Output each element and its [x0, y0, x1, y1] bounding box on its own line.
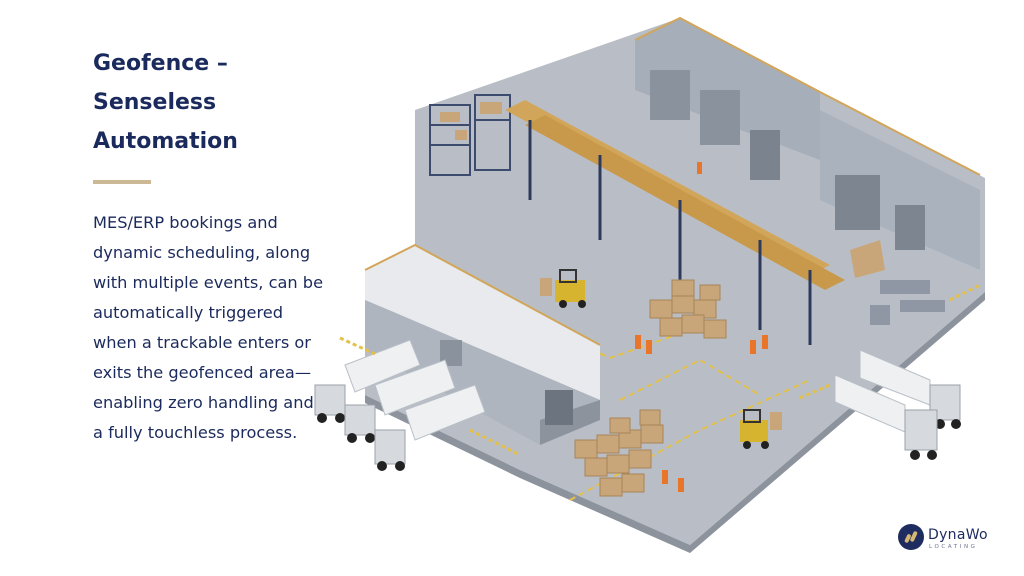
slide-title: Geofence – Senseless Automation [93, 44, 323, 161]
dynawo-logo: DynaWo LOCATING [898, 524, 998, 554]
title-line-2: Senseless [93, 90, 217, 115]
title-line-3: Automation [93, 129, 238, 154]
warehouse-illustration [314, 16, 985, 553]
logo-mark-icon [898, 524, 924, 550]
slide-body-text: MES/ERP bookings and dynamic scheduling,… [93, 213, 324, 442]
logo-tagline: LOCATING [929, 544, 978, 550]
title-line-1: Geofence – [93, 51, 228, 76]
title-divider [93, 180, 151, 184]
logo-wordmark: DynaWo [928, 527, 988, 543]
